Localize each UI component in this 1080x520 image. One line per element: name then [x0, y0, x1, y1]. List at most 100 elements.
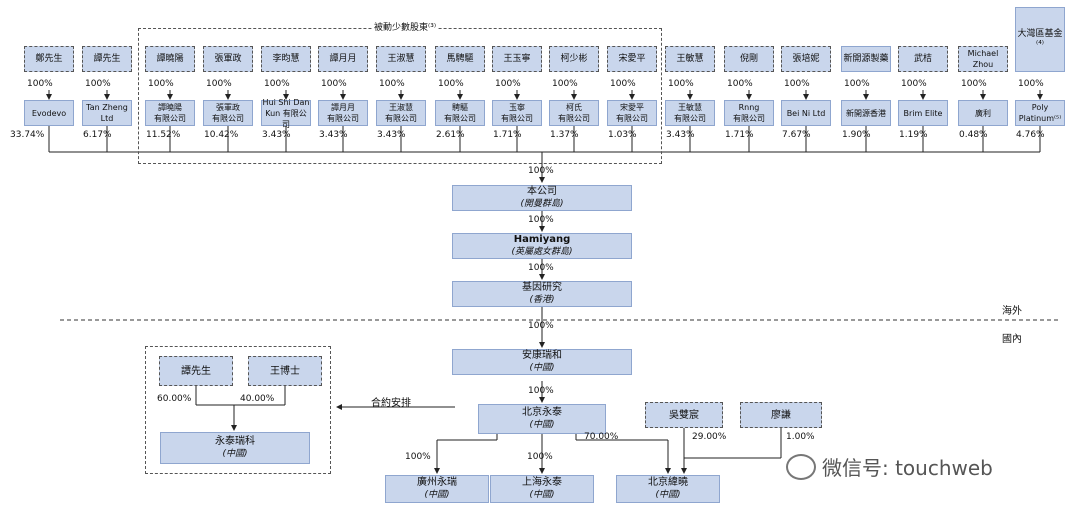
chain-pct-3: 100% [528, 321, 554, 331]
entity-4: 北京永泰 (中國) [478, 404, 606, 434]
owner-15: 武桔 [898, 46, 948, 72]
region-domestic: 國內 [1002, 334, 1022, 345]
owner-8: 王玉寧 [492, 46, 542, 72]
holding-pct-1: 6.17% [83, 130, 112, 140]
owner-5: 譚月月 [318, 46, 368, 72]
passive-minority-label: 被動少數股東⁽³⁾ [372, 20, 439, 33]
holding-co-11: 王敏慧 有限公司 [665, 100, 715, 126]
holding-co-7: 騁驅 有限公司 [435, 100, 485, 126]
holding-pct-0: 33.74% [10, 130, 45, 140]
holding-co-4: Hui Shi Dan Kun 有限公司 [261, 97, 311, 129]
subsidiary-place-1: (中國) [529, 490, 555, 500]
minor-pct-2: 1.00% [786, 432, 815, 442]
minor-owner-1: 吳雙宸 [645, 402, 723, 428]
entity-name-1: Hamiyang [513, 234, 571, 245]
owner-pct-9: 100% [552, 79, 578, 89]
owner-pct-8: 100% [495, 79, 521, 89]
owner-pct-3: 100% [206, 79, 232, 89]
holding-pct-8: 1.71% [493, 130, 522, 140]
holding-pct-11: 3.43% [666, 130, 695, 140]
entity-2: 基因研究(香港) [452, 281, 632, 307]
subsidiary-2: 北京緯曉(中國) [616, 475, 720, 503]
holding-pct-12: 1.71% [725, 130, 754, 140]
entity-place-1: (英屬處女群島) [511, 247, 573, 257]
holding-co-1: Tan Zheng Ltd [82, 100, 132, 126]
vie-entity: 永泰瑞科(中國) [160, 432, 310, 464]
subsidiary-pct-2: 70.00% [584, 432, 619, 442]
holding-co-9: 柯氏 有限公司 [549, 100, 599, 126]
owner-pct-6: 100% [379, 79, 405, 89]
wechat-icon [786, 453, 816, 480]
subsidiary-pct-0: 100% [405, 452, 431, 462]
minor-owner-2: 廖謙 [740, 402, 822, 428]
vie-pct-1: 60.00% [157, 394, 192, 404]
holding-pct-2: 11.52% [146, 130, 181, 140]
chain-pct-2: 100% [528, 263, 554, 273]
holding-pct-15: 1.19% [899, 130, 928, 140]
owner-pct-14: 100% [844, 79, 870, 89]
subsidiary-0: 廣州永瑞(中國) [385, 475, 489, 503]
entity-name-2: 基因研究 [522, 282, 562, 293]
owner-2: 譚曉陽 [145, 46, 195, 72]
holding-co-14: 新開源香港 [841, 100, 891, 126]
entity-1: Hamiyang (英屬處女群島) [452, 233, 632, 259]
vie-pct-2: 40.00% [240, 394, 275, 404]
holding-pct-14: 1.90% [842, 130, 871, 140]
holding-pct-10: 1.03% [608, 130, 637, 140]
owner-pct-2: 100% [148, 79, 174, 89]
owner-pct-7: 100% [438, 79, 464, 89]
holding-co-5: 譚月月 有限公司 [318, 100, 368, 126]
holding-co-17: Poly Platinum⁽⁵⁾ [1015, 100, 1065, 126]
owner-pct-4: 100% [264, 79, 290, 89]
owner-3: 張軍政 [203, 46, 253, 72]
holding-pct-13: 7.67% [782, 130, 811, 140]
owner-14: 新開源製藥 [841, 46, 891, 72]
owner-pct-5: 100% [321, 79, 347, 89]
vie-owner-2: 王博士 [248, 356, 322, 386]
holding-pct-5: 3.43% [319, 130, 348, 140]
holding-pct-16: 0.48% [959, 130, 988, 140]
vie-owner-1: 譚先生 [159, 356, 233, 386]
vie-group [145, 346, 331, 474]
contractual-arrangement-label: 合約安排 [371, 398, 411, 409]
owner-11: 王敏慧 [665, 46, 715, 72]
holding-co-12: Rnng 有限公司 [724, 100, 774, 126]
holding-pct-17: 4.76% [1016, 130, 1045, 140]
entity-name-3: 安康瑞和 [522, 350, 562, 361]
owner-pct-1: 100% [85, 79, 111, 89]
owner-6: 王淑慧 [376, 46, 426, 72]
entity-name-0: 本公司 [527, 186, 557, 197]
holding-co-8: 玉寧 有限公司 [492, 100, 542, 126]
region-overseas: 海外 [1002, 306, 1022, 317]
subsidiary-place-0: (中國) [424, 490, 450, 500]
subsidiary-name-2: 北京緯曉 [648, 477, 688, 488]
subsidiary-pct-1: 100% [527, 452, 553, 462]
owner-4: 李昀慧 [261, 46, 311, 72]
owner-pct-15: 100% [901, 79, 927, 89]
entity-place-4: (中國) [529, 420, 555, 430]
owner-pct-11: 100% [668, 79, 694, 89]
owner-7: 馬騁驅 [435, 46, 485, 72]
holding-pct-7: 2.61% [436, 130, 465, 140]
subsidiary-name-1: 上海永泰 [522, 477, 562, 488]
owner-pct-10: 100% [610, 79, 636, 89]
chain-pct-1: 100% [528, 215, 554, 225]
entity-place-0: (開曼群島) [520, 199, 564, 209]
holding-co-10: 宋愛平 有限公司 [607, 100, 657, 126]
holding-co-13: Bei Ni Ltd [781, 100, 831, 126]
entity-name-4: 北京永泰 [522, 407, 562, 418]
holding-co-0: Evodevo [24, 100, 74, 126]
chain-pct-4: 100% [528, 385, 554, 396]
owner-pct-13: 100% [784, 79, 810, 89]
holding-pct-3: 10.42% [204, 130, 239, 140]
owner-pct-0: 100% [27, 79, 53, 89]
entity-3: 安康瑞和 (中國) [452, 349, 632, 375]
owner-13: 張培妮 [781, 46, 831, 72]
holding-co-16: 廣利 [958, 100, 1008, 126]
owner-pct-17: 100% [1018, 79, 1044, 89]
owner-1: 譚先生 [82, 46, 132, 72]
owner-pct-16: 100% [961, 79, 987, 89]
entity-place-3: (中國) [529, 363, 555, 373]
holding-co-6: 王淑慧 有限公司 [376, 100, 426, 126]
